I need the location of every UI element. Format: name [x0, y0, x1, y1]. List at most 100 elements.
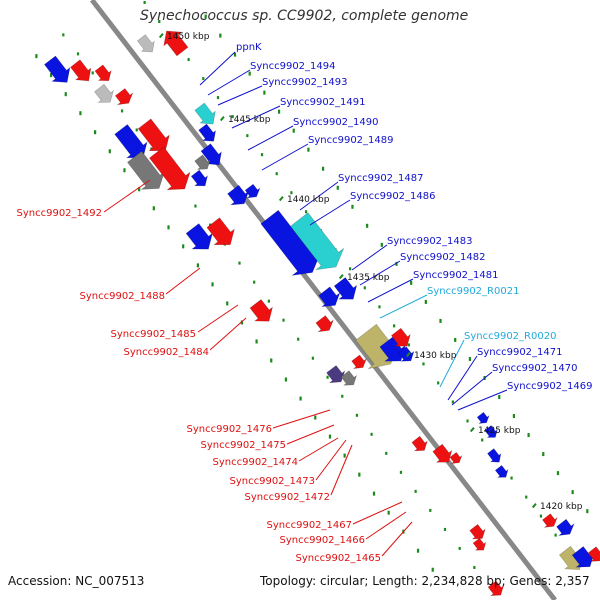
gene-arrow[interactable] — [476, 411, 490, 424]
track-dot — [395, 261, 398, 266]
gene-label[interactable]: Syncc9902_1481 — [413, 270, 499, 281]
leader-line — [381, 521, 413, 557]
gene-label[interactable]: ppnK — [236, 42, 262, 53]
gene-arrow[interactable] — [542, 513, 558, 528]
track-dot — [380, 242, 383, 247]
gene-arrow[interactable] — [137, 118, 170, 152]
gene-label[interactable]: Syncc9902_1471 — [477, 347, 563, 358]
gene-label[interactable]: Syncc9902_1473 — [230, 476, 316, 487]
gene-arrow[interactable] — [290, 212, 345, 271]
gene-arrow[interactable] — [114, 124, 148, 159]
gene-arrow[interactable] — [432, 443, 453, 463]
gene-arrow[interactable] — [249, 299, 274, 322]
gene-arrow[interactable] — [318, 286, 341, 307]
gene-arrow[interactable] — [43, 55, 71, 83]
gene-arrow[interactable] — [449, 451, 463, 464]
gene-arrow[interactable] — [206, 217, 235, 246]
gene-label[interactable]: Syncc9902_1482 — [400, 252, 486, 263]
gene-label[interactable]: Syncc9902_1485 — [111, 329, 197, 340]
gene-labels: ppnK Syncc9902_1494Syncc9902_1493Syncc990… — [17, 42, 593, 564]
gene-arrow[interactable] — [333, 277, 358, 300]
gene-arrow[interactable] — [494, 464, 509, 478]
track-dot — [458, 546, 461, 550]
gene-arrow[interactable] — [148, 146, 191, 191]
gene-arrow[interactable] — [127, 150, 165, 190]
track-dot — [226, 301, 229, 306]
gene-arrow[interactable] — [190, 169, 208, 187]
track-dot — [219, 33, 222, 38]
track-dot — [358, 472, 361, 477]
gene-arrow[interactable] — [194, 102, 216, 125]
gene-label[interactable]: Syncc9902_1470 — [492, 363, 578, 374]
gene-label[interactable]: Syncc9902_1494 — [250, 61, 336, 72]
gene-label[interactable]: Syncc9902_1493 — [262, 77, 348, 88]
gene-arrow[interactable] — [227, 184, 250, 206]
gene-arrow[interactable] — [472, 537, 487, 551]
track-dot — [481, 438, 484, 442]
leader-line — [330, 444, 353, 496]
gene-label[interactable]: Syncc9902_1475 — [201, 440, 287, 451]
gene-label[interactable]: Syncc9902_1467 — [267, 520, 353, 531]
track-dot — [292, 128, 295, 133]
gene-arrow[interactable] — [194, 154, 211, 170]
track-dot — [204, 14, 207, 19]
track-dot — [284, 377, 288, 382]
gene-label[interactable]: Syncc9902_R0020 — [464, 331, 556, 342]
gene-arrow[interactable] — [340, 370, 358, 386]
gene-arrow[interactable] — [163, 30, 189, 57]
gene-arrow[interactable] — [185, 223, 213, 250]
gene-label[interactable]: Syncc9902_1490 — [293, 117, 379, 128]
gene-arrow[interactable] — [556, 518, 575, 536]
gene-label[interactable]: Syncc9902_1466 — [280, 535, 366, 546]
gene-arrow[interactable] — [587, 546, 600, 562]
gene-label[interactable]: Syncc9902_1484 — [124, 347, 210, 358]
gene-label[interactable]: Syncc9902_1472 — [245, 492, 331, 503]
gene-arrow[interactable] — [94, 64, 112, 82]
track-dot — [76, 52, 80, 56]
gene-arrow[interactable] — [136, 34, 155, 53]
gene-arrow[interactable] — [484, 425, 498, 438]
track-dot — [260, 153, 264, 157]
gene-arrow[interactable] — [487, 580, 505, 596]
track-dot — [311, 356, 314, 360]
gene-arrow[interactable] — [260, 209, 321, 276]
gene-arrow[interactable] — [487, 448, 502, 463]
gene-label[interactable]: Syncc9902_1491 — [280, 97, 366, 108]
gene-arrow[interactable] — [411, 435, 428, 452]
gene-arrow[interactable] — [326, 365, 346, 384]
gene-arrow[interactable] — [351, 354, 368, 370]
track-dot — [454, 337, 457, 342]
gene-label[interactable]: Syncc9902_1469 — [507, 381, 593, 392]
gene-arrow[interactable] — [469, 523, 486, 540]
track-dot — [410, 280, 413, 285]
gene-label[interactable]: Syncc9902_1487 — [338, 173, 424, 184]
track-dot — [387, 510, 390, 515]
track-dot — [152, 206, 155, 211]
gene-arrow[interactable] — [244, 183, 261, 199]
gene-label[interactable]: Syncc9902_1474 — [213, 457, 299, 468]
gene-label[interactable]: Syncc9902_1492 — [17, 208, 103, 219]
gene-arrow[interactable] — [114, 88, 134, 106]
gene-arrow[interactable] — [198, 123, 217, 142]
track-dot — [556, 471, 560, 476]
gene-arrow[interactable] — [571, 546, 595, 568]
gene-arrow[interactable] — [94, 83, 114, 103]
leader-line — [217, 85, 263, 106]
gene-label[interactable]: Syncc9902_R0021 — [427, 286, 519, 297]
gene-label[interactable]: Syncc9902_1486 — [350, 191, 436, 202]
gene-arrow[interactable] — [70, 59, 92, 82]
gene-label[interactable]: Syncc9902_1483 — [387, 236, 473, 247]
track-dot — [182, 244, 185, 249]
leader-line — [209, 317, 247, 351]
kbp-label: 1430 kbp — [414, 351, 457, 361]
gene-label[interactable]: Syncc9902_1489 — [308, 135, 394, 146]
leader-line — [299, 181, 339, 211]
track-dot — [328, 434, 332, 439]
gene-label[interactable]: Syncc9902_1488 — [80, 291, 166, 302]
gene-label[interactable]: Syncc9902_1465 — [296, 553, 382, 564]
gene-arrow[interactable] — [315, 315, 334, 333]
gene-label[interactable]: Syncc9902_1476 — [187, 424, 273, 435]
gene-arrow[interactable] — [390, 327, 411, 347]
gene-arrow[interactable] — [397, 346, 415, 362]
track-dot — [211, 282, 214, 287]
